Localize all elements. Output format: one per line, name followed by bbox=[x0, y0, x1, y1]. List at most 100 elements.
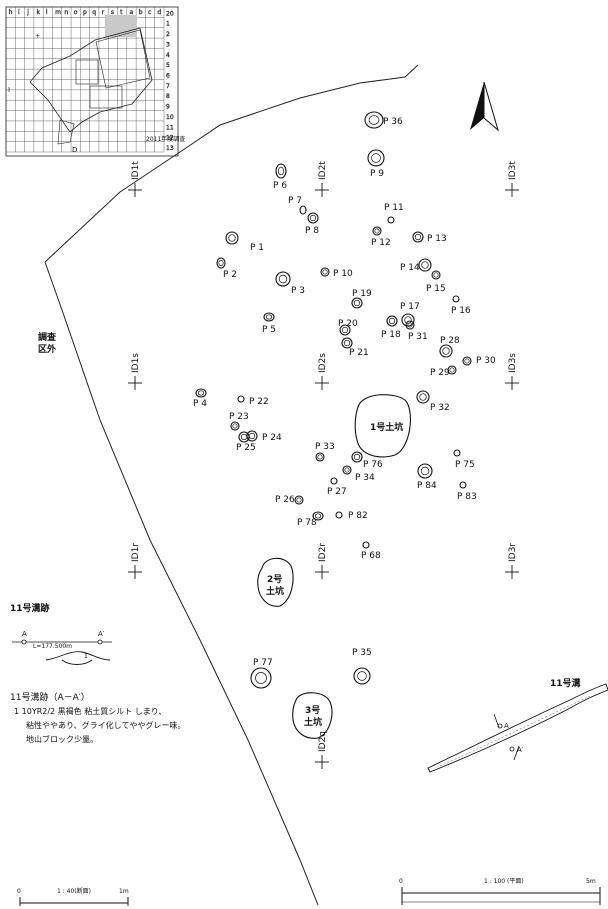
key-map-row-label: 13 bbox=[166, 145, 174, 152]
pit-p83: P 83 bbox=[457, 481, 477, 502]
survey-outside-label: 調査 bbox=[38, 331, 57, 343]
grid-marker-label: ID1s bbox=[131, 353, 141, 373]
pit-p7: P 7 bbox=[288, 196, 307, 215]
pit-p75: P 75 bbox=[453, 449, 475, 470]
pit-3: 3号 土坑 bbox=[292, 692, 333, 739]
pit-p19: P 19 bbox=[351, 289, 372, 309]
grid-marker-label: ID1t bbox=[131, 161, 141, 180]
pit-label: P 83 bbox=[457, 492, 477, 502]
pit-p20: P 20 bbox=[338, 319, 358, 336]
pit-p3: P 3 bbox=[275, 271, 305, 296]
scale-plan-end: 5m bbox=[586, 878, 596, 885]
pit-label: P 6 bbox=[273, 181, 287, 191]
key-map-col-label: r bbox=[102, 9, 105, 16]
key-map-col-label: a bbox=[129, 9, 133, 16]
pit-p33: P 33 bbox=[315, 442, 335, 462]
pit-label: P 18 bbox=[381, 330, 401, 340]
pit-p17: P 17 bbox=[400, 302, 420, 327]
section-label-a: A bbox=[22, 630, 27, 638]
pit-label: P 17 bbox=[400, 302, 420, 312]
section-title: 11号溝跡 bbox=[10, 604, 50, 614]
ditch-point-a-prime: A′ bbox=[517, 746, 524, 754]
pit-p35: P 35 bbox=[352, 648, 372, 685]
pit-label: P 12 bbox=[371, 238, 391, 248]
pit-2: 2号 土坑 bbox=[257, 557, 294, 607]
pit-label: P 84 bbox=[417, 481, 437, 491]
pit-p84: P 84 bbox=[417, 463, 437, 491]
pit-label: P 31 bbox=[408, 332, 428, 342]
pit-label: P 9 bbox=[370, 169, 384, 179]
pit-p29: P 29 bbox=[430, 365, 457, 378]
key-map-row-label: 12 bbox=[166, 135, 174, 142]
pit-label: P 36 bbox=[383, 117, 403, 127]
pit-p8: P 8 bbox=[305, 212, 319, 236]
pit-p4: P 4 bbox=[193, 388, 207, 409]
pit-label: P 7 bbox=[288, 196, 302, 206]
pit-label: P 28 bbox=[440, 336, 460, 346]
section-subtitle: 11号溝跡（A－A′） bbox=[10, 693, 90, 703]
pit-2-label: 2号 bbox=[267, 574, 282, 585]
survey-boundary-line bbox=[44, 64, 419, 263]
key-map-col-label: o bbox=[74, 9, 78, 16]
scale-bar-plan: 0 1 : 100 (平面) 5m bbox=[399, 878, 601, 905]
pit-label: P 76 bbox=[363, 460, 383, 470]
pit-label: P 77 bbox=[253, 658, 273, 668]
pit-p36: P 36 bbox=[364, 111, 403, 129]
pit-p1: P 1 bbox=[225, 231, 264, 253]
pit-p22: P 22 bbox=[237, 395, 269, 407]
pit-label: P 3 bbox=[291, 286, 305, 296]
key-map-row-label: 6 bbox=[166, 73, 170, 80]
grid-marker-label: ID1r bbox=[131, 543, 141, 562]
key-map-col-label: q bbox=[92, 9, 96, 16]
pit-p14: P 14 bbox=[400, 258, 432, 273]
key-map-row-label: 4 bbox=[166, 52, 170, 59]
key-map-building bbox=[95, 29, 151, 89]
key-map-col-label: l bbox=[46, 9, 48, 16]
section-elevation: L=177.500m bbox=[33, 643, 72, 650]
pit-p15: P 15 bbox=[426, 270, 446, 294]
pit-label: P 19 bbox=[352, 289, 372, 299]
survey-outside-label: 区外 bbox=[38, 343, 56, 355]
key-map-note: 2011年度調査 bbox=[146, 135, 185, 143]
key-map-row-label: 7 bbox=[166, 83, 170, 90]
pit-label: P 1 bbox=[250, 243, 264, 253]
key-map-current-area bbox=[105, 15, 137, 37]
pit-label: P 30 bbox=[476, 356, 496, 366]
layer-description-line: 粘性ややあり、グライ化してややグレー味。 bbox=[26, 721, 186, 730]
pit-label: P 15 bbox=[426, 284, 446, 294]
ditch-11: 11号溝 A A′ bbox=[427, 677, 608, 773]
pit-label: P 16 bbox=[451, 306, 471, 316]
grid-marker-label: ID2s bbox=[318, 353, 328, 373]
key-map-row-label: 10 bbox=[166, 114, 174, 121]
key-map-col-label: t bbox=[120, 9, 123, 16]
key-map-row-label: 5 bbox=[166, 62, 170, 69]
pit-p16: P 16 bbox=[451, 295, 471, 316]
section-drawing: A A′ L=177.500m 1 bbox=[12, 630, 112, 665]
pit-label: P 2 bbox=[223, 270, 237, 280]
pit-p25: P 25 bbox=[236, 431, 256, 453]
pit-p13: P 13 bbox=[412, 231, 447, 244]
section-label-a-prime: A′ bbox=[98, 630, 105, 638]
pit-label: P 34 bbox=[355, 473, 375, 483]
pit-label: P 14 bbox=[400, 263, 420, 273]
pit-label: P 11 bbox=[384, 203, 404, 213]
pit-p18: P 18 bbox=[381, 315, 401, 340]
key-map-col-label: p bbox=[83, 9, 87, 16]
pit-label: P 75 bbox=[455, 460, 475, 470]
pit-p5: P 5 bbox=[262, 312, 276, 335]
pit-label: P 25 bbox=[236, 443, 256, 453]
key-map-row-label: 1 bbox=[166, 21, 170, 28]
scale-plan-start: 0 bbox=[399, 878, 403, 885]
pit-1-label: 1号土坑 bbox=[370, 421, 403, 433]
survey-boundary-line bbox=[44, 261, 319, 906]
scale-section-end: 1m bbox=[119, 888, 129, 895]
grid-marker-label: ID2r bbox=[318, 543, 328, 562]
section-layer-number: 1 bbox=[84, 653, 88, 660]
pit-p76: P 76 bbox=[351, 451, 383, 470]
pit-p6: P 6 bbox=[273, 163, 287, 191]
pit-3-label: 土坑 bbox=[304, 716, 322, 728]
key-map-label-d: D bbox=[72, 146, 77, 154]
grid-marker-label: ID2t bbox=[318, 161, 328, 180]
